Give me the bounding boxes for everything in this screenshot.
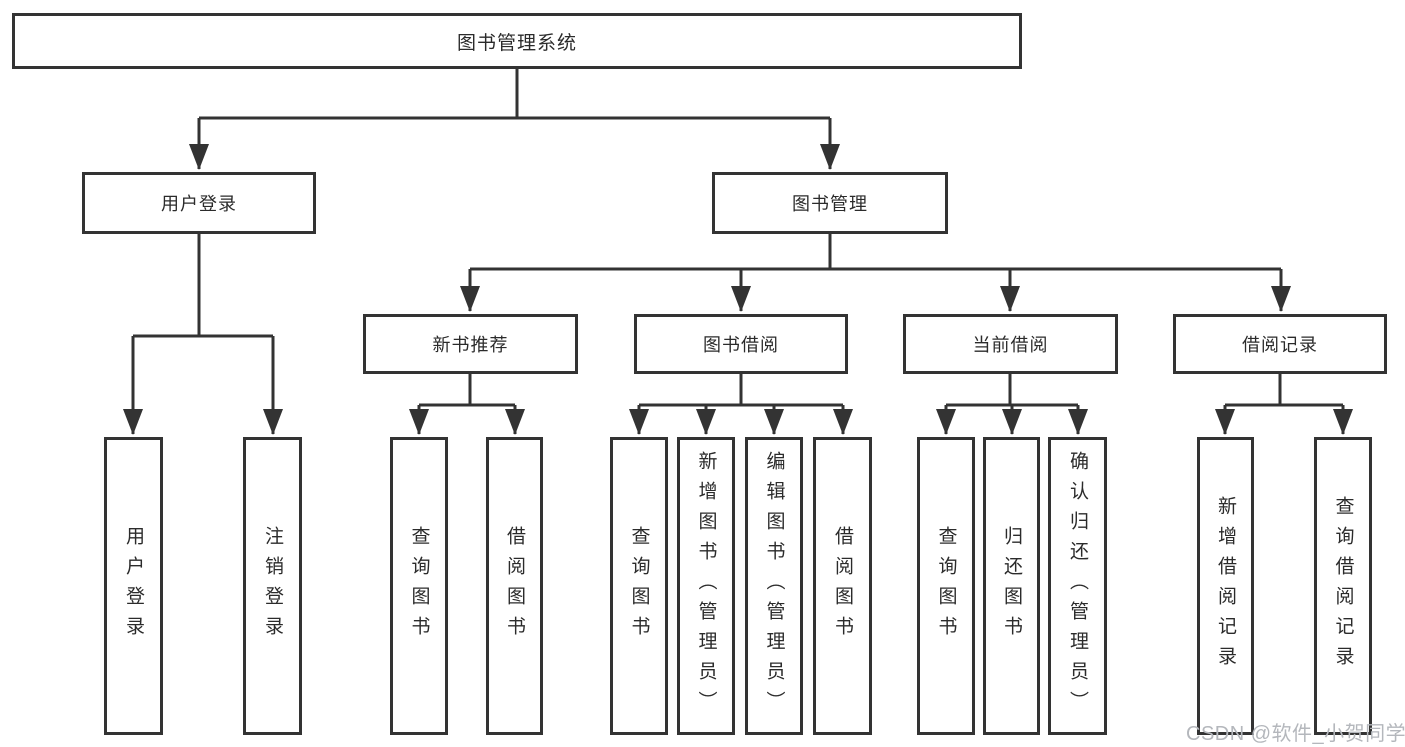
- leaf-user-login: 用户登录: [104, 437, 163, 735]
- leaf-records-add-borrow-record: 新增借阅记录: [1197, 437, 1254, 735]
- leaf-records-query-borrow-record: 查询借阅记录: [1314, 437, 1372, 735]
- node-book-borrow: 图书借阅: [634, 314, 848, 374]
- leaf-borrow-borrow-books: 借阅图书: [813, 437, 872, 735]
- node-book-management: 图书管理: [712, 172, 948, 234]
- leaf-current-return-books: 归还图书: [983, 437, 1040, 735]
- leaf-current-confirm-return-admin: 确认归还（管理员）: [1048, 437, 1107, 735]
- node-user-login: 用户登录: [82, 172, 316, 234]
- leaf-newbook-query-books: 查询图书: [390, 437, 448, 735]
- node-new-book-recommend: 新书推荐: [363, 314, 578, 374]
- node-current-borrow: 当前借阅: [903, 314, 1118, 374]
- csdn-watermark: CSDN @软件_小贺同学: [1186, 723, 1405, 745]
- node-borrow-records: 借阅记录: [1173, 314, 1387, 374]
- leaf-borrow-query-books: 查询图书: [610, 437, 668, 735]
- leaf-newbook-borrow-books: 借阅图书: [486, 437, 543, 735]
- node-root-library-system: 图书管理系统: [12, 13, 1022, 69]
- leaf-borrow-add-books-admin: 新增图书（管理员）: [677, 437, 735, 735]
- leaf-logout-login: 注销登录: [243, 437, 302, 735]
- leaf-borrow-edit-books-admin: 编辑图书（管理员）: [745, 437, 803, 735]
- leaf-current-query-books: 查询图书: [917, 437, 975, 735]
